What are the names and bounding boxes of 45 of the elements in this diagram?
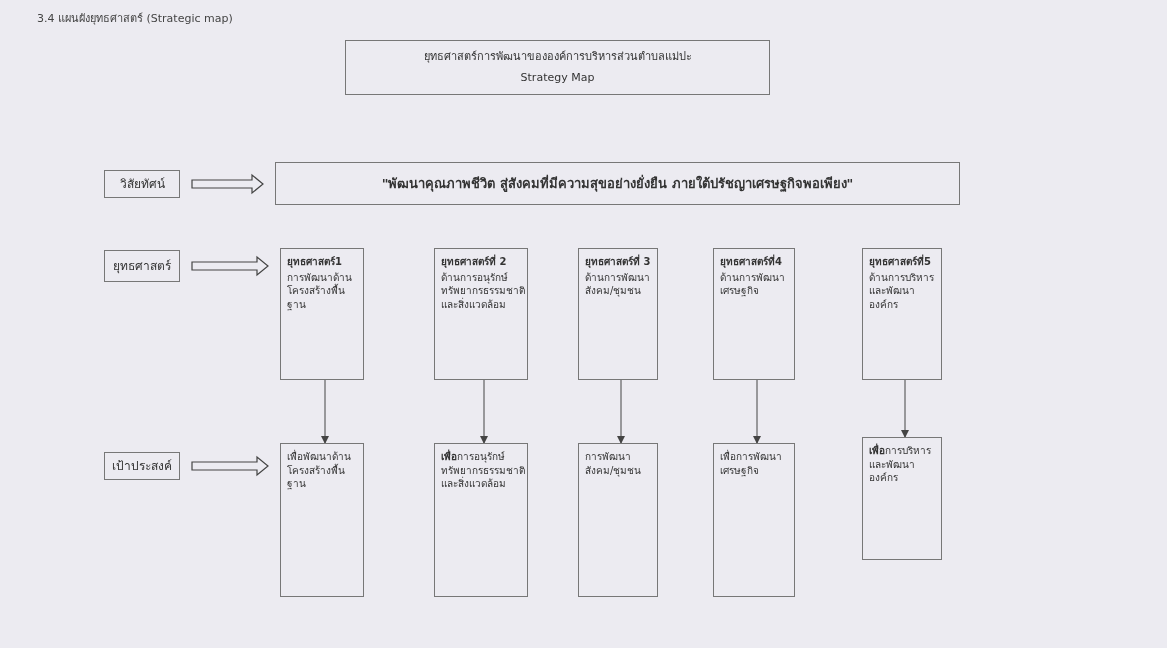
strategy-heading: ยุทธศาสตร์ที่ 3 <box>585 255 651 269</box>
box-text: เป้าประสงค์ <box>112 458 172 475</box>
strategy-box <box>434 248 528 380</box>
page-heading: 3.4 แผนผังยุทธศาสตร์ (Strategic map) <box>37 11 233 27</box>
strategy-box <box>578 248 658 380</box>
row-label-box <box>104 250 180 282</box>
box-text: เพื่อการบริหารและพัฒนาองค์กร <box>869 444 932 485</box>
strategy-box <box>280 248 364 380</box>
hollow-arrow <box>191 455 269 477</box>
box-text: ด้านการบริหารและพัฒนาองค์กร <box>869 270 935 311</box>
title-box <box>345 40 770 95</box>
box-text: วิสัยทัศน์ <box>119 176 165 193</box>
arrow <box>753 379 761 444</box>
hollow-arrow <box>191 255 269 277</box>
strategy-heading: ยุทธศาสตร์ที่5 <box>869 255 931 269</box>
strategy-heading: ยุทธศาสตร์1 <box>287 255 342 269</box>
box-text: ด้านการอนุรักษ์ทรัพยากรธรรมชาติและสิ่งแวดล้อม <box>441 270 525 311</box>
box-text: ยุทธศาสตร์การพัฒนาขององค์การบริหารส่วนตำบลแม่ปะ <box>423 49 692 65</box>
box-text: เพื่อพัฒนาด้านโครงสร้างพื้นฐาน <box>287 450 352 491</box>
row-label-box <box>104 452 180 480</box>
strategy-box <box>862 248 942 380</box>
box-text: ด้านการพัฒนาสังคม/ชุมชน <box>585 270 651 298</box>
arrow <box>901 379 909 438</box>
box-text: ยุทธศาสตร์ <box>113 258 171 275</box>
subtitle: Strategy Map <box>520 69 595 86</box>
vision-box <box>275 162 960 205</box>
arrow <box>321 379 329 444</box>
strategy-box <box>713 248 795 380</box>
arrow <box>617 379 625 444</box>
hollow-arrow <box>191 173 264 195</box>
strategy-heading: ยุทธศาสตร์ที่ 2 <box>441 255 507 269</box>
row-label-box <box>104 170 180 198</box>
goal-box <box>578 443 658 597</box>
arrow <box>480 379 488 444</box>
box-text: การพัฒนาสังคม/ชุมชน <box>585 450 643 477</box>
box-text: เพื่อการพัฒนาเศรษฐกิจ <box>720 450 783 477</box>
box-text: การพัฒนาด้านโครงสร้างพื้นฐาน <box>287 270 353 311</box>
box-text: เพื่อการอนุรักษ์ทรัพยากรธรรมชาติและสิ่งแวดล้อม <box>441 450 525 491</box>
box-text: "พัฒนาคุณภาพชีวิต สู่สังคมที่มีความสุขอย่างยั่งยืน ภายใต้ปรัชญาเศรษฐกิจพอเพียง" <box>381 173 854 194</box>
goal-box <box>434 443 528 597</box>
strategy-heading: ยุทธศาสตร์ที่4 <box>720 255 782 269</box>
box-text: ด้านการพัฒนาเศรษฐกิจ <box>720 270 786 298</box>
goal-box <box>862 437 942 560</box>
goal-box <box>713 443 795 597</box>
goal-box <box>280 443 364 597</box>
